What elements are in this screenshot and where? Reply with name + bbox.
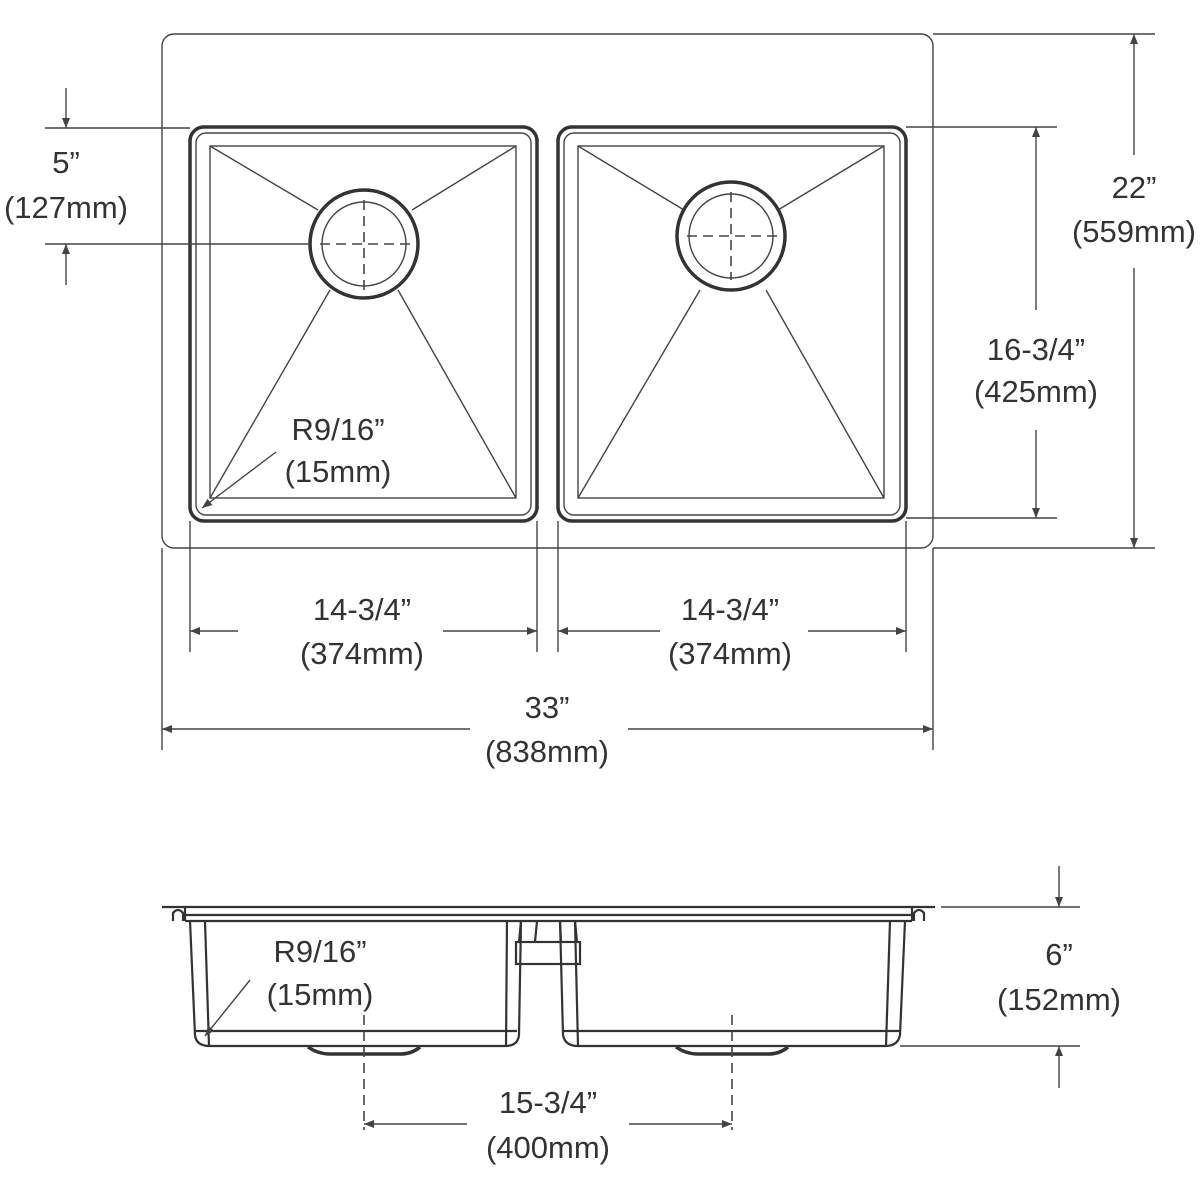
drain-offset-dimension: 5” (127mm) (4, 88, 310, 285)
bowl-depth-imperial: 16-3/4” (987, 332, 1085, 367)
left-drain-flange-icon (306, 1045, 422, 1056)
bowl-divider-bracket (514, 920, 582, 966)
overall-depth-imperial: 22” (1112, 170, 1157, 205)
drain-offset-metric: (127mm) (4, 190, 128, 225)
left-bowl-width-dimension: 14-3/4” (374mm) (190, 592, 537, 671)
right-bowl-width-imperial: 14-3/4” (681, 592, 779, 627)
left-bowl-width-imperial: 14-3/4” (313, 592, 411, 627)
drain-spacing-imperial: 15-3/4” (499, 1085, 597, 1120)
overall-width-dimension: 33” (838mm) (162, 690, 933, 769)
right-drain-icon (675, 180, 787, 292)
side-corner-radius-metric: (15mm) (267, 977, 374, 1012)
bowl-depth-dimension: 16-3/4” (425mm) (906, 126, 1098, 519)
corner-radius-metric: (15mm) (285, 454, 392, 489)
side-depth-dimension: 6” (152mm) (900, 866, 1121, 1088)
left-drain-icon (308, 188, 420, 300)
overall-width-metric: (838mm) (485, 734, 609, 769)
side-depth-imperial: 6” (1045, 937, 1073, 972)
sink-deck-outline (161, 33, 934, 549)
corner-radius-callout-top: R9/16” (15mm) (201, 412, 392, 509)
right-bowl-width-dimension: 14-3/4” (374mm) (558, 592, 906, 671)
bowl-depth-metric: (425mm) (974, 374, 1098, 409)
left-bowl (188, 125, 539, 523)
right-bowl (556, 125, 908, 523)
drain-offset-imperial: 5” (52, 145, 80, 180)
corner-radius-callout-side: R9/16” (15mm) (204, 934, 374, 1037)
right-drain-flange-icon (674, 1045, 790, 1056)
right-bowl-width-metric: (374mm) (668, 636, 792, 671)
mounting-clip-left-icon (171, 908, 185, 921)
corner-radius-imperial: R9/16” (291, 412, 384, 447)
overall-depth-dimension: 22” (559mm) (933, 33, 1196, 549)
left-bowl-side (188, 920, 523, 1056)
side-corner-radius-imperial: R9/16” (273, 934, 366, 969)
left-bowl-width-metric: (374mm) (300, 636, 424, 671)
top-view: 5” (127mm) R9/16” (15mm) 16-3/4” (425mm)… (4, 33, 1196, 769)
side-view: 15-3/4” (400mm) R9/16” (15mm) 6” (152mm) (162, 866, 1121, 1165)
overall-depth-metric: (559mm) (1072, 214, 1196, 249)
drain-spacing-metric: (400mm) (486, 1130, 610, 1165)
side-depth-metric: (152mm) (997, 982, 1121, 1017)
mounting-clip-right-icon (912, 908, 926, 921)
drain-spacing-dimension: 15-3/4” (400mm) (364, 1085, 732, 1165)
overall-width-imperial: 33” (525, 690, 570, 725)
